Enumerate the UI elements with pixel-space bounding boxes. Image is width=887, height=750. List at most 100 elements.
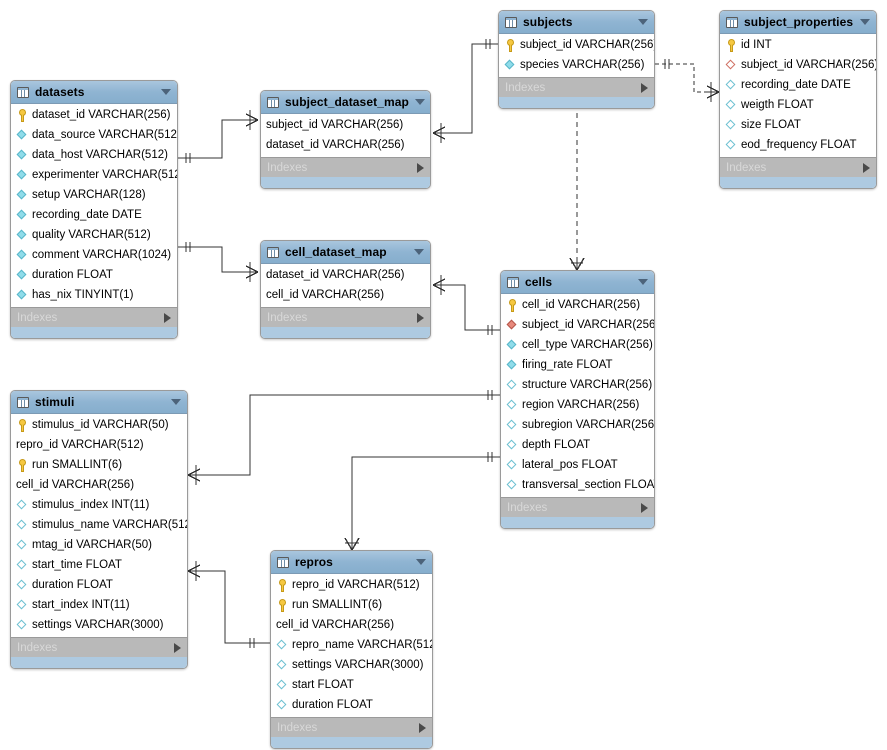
table-stimuli[interactable]: stimuli stimulus_id VARCHAR(50) repro_id V… bbox=[10, 390, 188, 669]
indexes-bar-repros[interactable]: Indexes bbox=[271, 717, 432, 737]
column-row[interactable]: repro_id VARCHAR(512) bbox=[271, 575, 432, 595]
column-row[interactable]: run SMALLINT(6) bbox=[271, 595, 432, 615]
column-row[interactable]: id INT bbox=[720, 35, 876, 55]
column-row[interactable]: settings VARCHAR(3000) bbox=[271, 655, 432, 675]
column-row[interactable]: quality VARCHAR(512) bbox=[11, 225, 177, 245]
column-row[interactable]: stimulus_id VARCHAR(50) bbox=[11, 415, 187, 435]
column-row[interactable]: cell_id VARCHAR(256) bbox=[271, 615, 432, 635]
table-header-subjects[interactable]: subjects bbox=[499, 11, 654, 34]
column-row[interactable]: transversal_section FLOAT bbox=[501, 475, 654, 495]
column-row[interactable]: lateral_pos FLOAT bbox=[501, 455, 654, 475]
column-row[interactable]: run SMALLINT(6) bbox=[11, 455, 187, 475]
column-row[interactable]: mtag_id VARCHAR(50) bbox=[11, 535, 187, 555]
indexes-bar-datasets[interactable]: Indexes bbox=[11, 307, 177, 327]
chevron-down-icon[interactable] bbox=[638, 279, 648, 285]
triangle-right-icon[interactable] bbox=[419, 722, 426, 733]
column-row[interactable]: subject_id VARCHAR(256) bbox=[499, 35, 654, 55]
column-row[interactable]: cell_id VARCHAR(256) bbox=[11, 475, 187, 495]
indexes-bar-subject_dataset_map[interactable]: Indexes bbox=[261, 157, 430, 177]
column-row[interactable]: size FLOAT bbox=[720, 115, 876, 135]
column-row[interactable]: setup VARCHAR(128) bbox=[11, 185, 177, 205]
table-header-subject_dataset_map[interactable]: subject_dataset_map bbox=[261, 91, 430, 114]
column-row[interactable]: subregion VARCHAR(256) bbox=[501, 415, 654, 435]
column-label: weigth FLOAT bbox=[741, 99, 814, 111]
column-row[interactable]: cell_id VARCHAR(256) bbox=[501, 295, 654, 315]
indexes-bar-subjects[interactable]: Indexes bbox=[499, 77, 654, 97]
table-footer-strip bbox=[720, 177, 876, 188]
column-row[interactable]: firing_rate FLOAT bbox=[501, 355, 654, 375]
column-row[interactable]: comment VARCHAR(1024) bbox=[11, 245, 177, 265]
column-row[interactable]: structure VARCHAR(256) bbox=[501, 375, 654, 395]
column-row[interactable]: repro_id VARCHAR(512) bbox=[11, 435, 187, 455]
triangle-right-icon[interactable] bbox=[164, 312, 171, 323]
column-row[interactable]: subject_id VARCHAR(256) bbox=[720, 55, 876, 75]
chevron-down-icon[interactable] bbox=[171, 399, 181, 405]
column-row[interactable]: cell_id VARCHAR(256) bbox=[261, 285, 430, 305]
triangle-right-icon[interactable] bbox=[863, 162, 870, 173]
column-row[interactable]: weigth FLOAT bbox=[720, 95, 876, 115]
diamond-hollow-icon bbox=[506, 479, 519, 492]
diamond-icon bbox=[506, 359, 519, 372]
column-label: stimulus_id VARCHAR(50) bbox=[32, 419, 169, 431]
table-header-datasets[interactable]: datasets bbox=[11, 81, 177, 104]
column-row[interactable]: recording_date DATE bbox=[720, 75, 876, 95]
column-row[interactable]: dataset_id VARCHAR(256) bbox=[261, 135, 430, 155]
table-header-cells[interactable]: cells bbox=[501, 271, 654, 294]
column-row[interactable]: duration FLOAT bbox=[11, 575, 187, 595]
column-row[interactable]: eod_frequency FLOAT bbox=[720, 135, 876, 155]
chevron-down-icon[interactable] bbox=[416, 559, 426, 565]
column-row[interactable]: start FLOAT bbox=[271, 675, 432, 695]
column-row[interactable]: has_nix TINYINT(1) bbox=[11, 285, 177, 305]
column-row[interactable]: repro_name VARCHAR(512) bbox=[271, 635, 432, 655]
chevron-down-icon[interactable] bbox=[638, 19, 648, 25]
column-row[interactable]: subject_id VARCHAR(256) bbox=[501, 315, 654, 335]
chevron-down-icon[interactable] bbox=[161, 89, 171, 95]
column-row[interactable]: start_index INT(11) bbox=[11, 595, 187, 615]
triangle-right-icon[interactable] bbox=[641, 82, 648, 93]
chevron-down-icon[interactable] bbox=[414, 99, 425, 105]
triangle-right-icon[interactable] bbox=[174, 642, 181, 653]
column-row[interactable]: dataset_id VARCHAR(256) bbox=[261, 265, 430, 285]
column-row[interactable]: dataset_id VARCHAR(256) bbox=[11, 105, 177, 125]
chevron-down-icon[interactable] bbox=[860, 19, 870, 25]
triangle-right-icon[interactable] bbox=[641, 502, 648, 513]
chevron-down-icon[interactable] bbox=[414, 249, 424, 255]
column-row[interactable]: start_time FLOAT bbox=[11, 555, 187, 575]
column-row[interactable]: stimulus_index INT(11) bbox=[11, 495, 187, 515]
column-row[interactable]: subject_id VARCHAR(256) bbox=[261, 115, 430, 135]
column-row[interactable]: data_host VARCHAR(512) bbox=[11, 145, 177, 165]
table-header-stimuli[interactable]: stimuli bbox=[11, 391, 187, 414]
column-row[interactable]: region VARCHAR(256) bbox=[501, 395, 654, 415]
column-row[interactable]: depth FLOAT bbox=[501, 435, 654, 455]
column-label: cell_id VARCHAR(256) bbox=[16, 479, 135, 491]
column-row[interactable]: duration FLOAT bbox=[271, 695, 432, 715]
indexes-label: Indexes bbox=[267, 161, 308, 174]
column-row[interactable]: stimulus_name VARCHAR(512) bbox=[11, 515, 187, 535]
indexes-bar-stimuli[interactable]: Indexes bbox=[11, 637, 187, 657]
column-row[interactable]: data_source VARCHAR(512) bbox=[11, 125, 177, 145]
column-row[interactable]: settings VARCHAR(3000) bbox=[11, 615, 187, 635]
indexes-bar-cells[interactable]: Indexes bbox=[501, 497, 654, 517]
triangle-right-icon[interactable] bbox=[417, 312, 424, 323]
column-row[interactable]: cell_type VARCHAR(256) bbox=[501, 335, 654, 355]
table-header-subject_properties[interactable]: subject_properties bbox=[720, 11, 876, 34]
indexes-bar-subject_properties[interactable]: Indexes bbox=[720, 157, 876, 177]
column-row[interactable]: recording_date DATE bbox=[11, 205, 177, 225]
table-header-repros[interactable]: repros bbox=[271, 551, 432, 574]
table-icon bbox=[507, 276, 519, 288]
column-label: quality VARCHAR(512) bbox=[32, 229, 151, 241]
column-row[interactable]: species VARCHAR(256) bbox=[499, 55, 654, 75]
column-label: subregion VARCHAR(256) bbox=[522, 419, 655, 431]
column-row[interactable]: experimenter VARCHAR(512) bbox=[11, 165, 177, 185]
table-header-cell_dataset_map[interactable]: cell_dataset_map bbox=[261, 241, 430, 264]
triangle-right-icon[interactable] bbox=[417, 162, 424, 173]
column-row[interactable]: duration FLOAT bbox=[11, 265, 177, 285]
indexes-bar-cell_dataset_map[interactable]: Indexes bbox=[261, 307, 430, 327]
